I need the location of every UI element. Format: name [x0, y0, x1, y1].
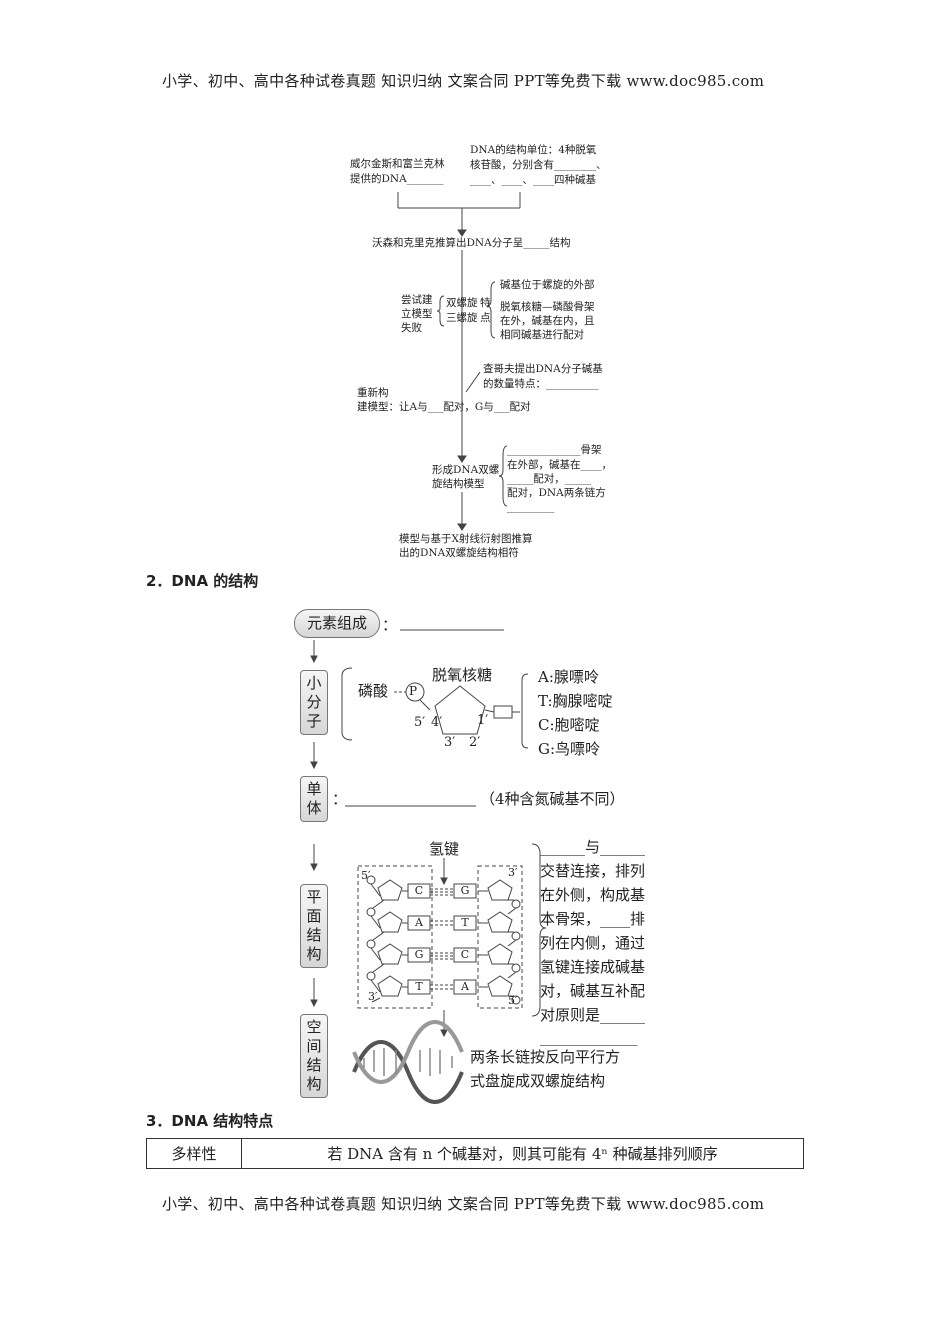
flow-feature-1: 特	[480, 297, 491, 309]
flow-wilkins-line2: 提供的DNA_______	[350, 173, 444, 185]
phosphate-p-symbol: P	[409, 684, 418, 698]
carbon-3-label: 3′	[444, 735, 456, 750]
flow-try-line3: 失败	[401, 322, 422, 334]
deoxyribose-label: 脱氧核糖	[432, 666, 493, 684]
flow-form-right1: ______________骨架	[507, 444, 602, 456]
flow-double-helix: 双螺旋	[446, 297, 478, 309]
pair-1-left-base: C	[414, 884, 424, 897]
flow-match-line2: 出的DNA双螺旋结构相符	[399, 547, 519, 559]
carbon-5-label: 5′	[414, 715, 426, 730]
base-thymine: T:胸腺嘧啶	[538, 692, 613, 710]
flow-rebuild-line2: 建模型：让A与___配对，G与___配对	[357, 401, 531, 413]
pair-4-right-base: A	[461, 980, 469, 993]
table-row: 多样性 若 DNA 含有 n 个碱基对，则其可能有 4ⁿ 种碱基排列顺序	[146, 1138, 804, 1169]
carbon-2-label: 2′	[469, 735, 481, 750]
carbon-1-label: 1′	[477, 713, 489, 728]
table-cell-diversity-desc: 若 DNA 含有 n 个碱基对，则其可能有 4ⁿ 种碱基排列顺序	[241, 1138, 804, 1169]
plane-text-line8: 对原则是______	[540, 1006, 646, 1024]
flow-match-line1: 模型与基于X射线衍射图推算	[399, 533, 533, 545]
section-2-title: 2．DNA 的结构	[146, 572, 259, 590]
flow-feature-b1: 脱氧核糖—磷酸骨架	[500, 301, 595, 313]
plane-text-line4: 本骨架，____排	[540, 910, 646, 928]
flow-feature-b3: 相同碱基进行配对	[500, 329, 584, 341]
flow-feature-a: 碱基位于螺旋的外部	[500, 279, 595, 291]
flow-form-right3: _____配对，_____	[507, 473, 591, 485]
flow-watson: 沃森和克里克推算出DNA分子呈_____结构	[372, 237, 571, 249]
spatial-text-line1: 两条长链按反向平行方	[470, 1048, 621, 1066]
pair-4-left-base: T	[415, 980, 423, 993]
flow-form-right2: 在外部，碱基在____，	[507, 459, 612, 471]
flow-rebuild-line1: 重新构	[357, 387, 389, 399]
flow-unit-line1: DNA的结构单位：4种脱氧	[470, 144, 597, 156]
flow-unit-line3: ____、____、____四种碱基	[470, 174, 596, 186]
spatial-text-line2: 式盘旋成双螺旋结构	[470, 1072, 606, 1090]
flow-feature-2: 点	[480, 312, 491, 324]
hydrogen-bond-label: 氢键	[429, 840, 460, 858]
flow-form-line1: 形成DNA双螺	[432, 464, 500, 476]
dna-features-table: 多样性 若 DNA 含有 n 个碱基对，则其可能有 4ⁿ 种碱基排列顺序	[146, 1138, 804, 1169]
base-adenine: A:腺嘌呤	[538, 668, 599, 686]
plane-text-line1: ______与______	[540, 838, 646, 856]
strand-right-3prime: 3′	[508, 866, 518, 879]
flow-try-line2: 立模型	[401, 308, 433, 320]
monomer-colon: ：	[332, 790, 348, 808]
pair-1-right-base: G	[460, 884, 470, 897]
pair-2-left-base: A	[415, 916, 423, 929]
pair-2-right-base: T	[461, 916, 469, 929]
plane-text-line3: 在外侧，构成基	[540, 886, 646, 904]
pair-3-left-base: G	[414, 948, 424, 961]
table-cell-diversity: 多样性	[146, 1138, 242, 1169]
plane-text-line7: 对，碱基互补配	[540, 982, 646, 1000]
element-colon: ：	[382, 616, 398, 634]
element-composition-label: 元素组成	[294, 609, 380, 638]
spatial-structure-label: 空间结构	[300, 1014, 328, 1098]
strand-left-5prime: 5′	[361, 869, 371, 882]
plane-text-line2: 交替连接，排列	[540, 862, 646, 880]
flow-triple-helix: 三螺旋	[446, 312, 478, 324]
flow-unit-line2: 核苷酸，分别含有________、	[470, 159, 607, 171]
flow-form-right4: 配对，DNA两条链方	[507, 487, 606, 499]
flow-feature-b2: 在外，碱基在内，且	[500, 315, 595, 327]
flow-chargaff-line2: 的数量特点：__________	[483, 378, 599, 390]
flow-wilkins-line1: 威尔金斯和富兰克林	[350, 158, 445, 170]
flow-chargaff-line1: 查哥夫提出DNA分子碱基	[483, 363, 603, 375]
plane-text-line9: _____________	[540, 1028, 638, 1046]
flow-try-line1: 尝试建	[401, 294, 433, 306]
flow-form-line2: 旋结构模型	[432, 478, 485, 490]
small-molecule-label: 小分子	[300, 670, 328, 735]
carbon-4-label: 4′	[431, 715, 443, 730]
phosphate-label: 磷酸	[358, 682, 389, 700]
base-guanine: G:鸟嘌呤	[538, 740, 601, 758]
page-header: 小学、初中、高中各种试卷真题 知识归纳 文案合同 PPT等免费下载 www.do…	[162, 72, 765, 90]
plane-text-line5: 列在内侧，通过	[540, 934, 646, 952]
monomer-note: （4种含氮碱基不同）	[480, 790, 625, 808]
base-cytosine: C:胞嘧啶	[538, 716, 600, 734]
strand-right-5prime: 5′	[508, 994, 518, 1007]
page-footer: 小学、初中、高中各种试卷真题 知识归纳 文案合同 PPT等免费下载 www.do…	[162, 1195, 765, 1213]
section-3-title: 3．DNA 结构特点	[146, 1112, 274, 1130]
plane-text-line6: 氢键连接成碱基	[540, 958, 646, 976]
monomer-label: 单体	[300, 776, 328, 822]
flow-form-right5: _________	[507, 501, 555, 513]
pair-3-right-base: C	[460, 948, 470, 961]
strand-left-3prime: 3′	[368, 990, 378, 1003]
plane-structure-label: 平面结构	[300, 884, 328, 968]
